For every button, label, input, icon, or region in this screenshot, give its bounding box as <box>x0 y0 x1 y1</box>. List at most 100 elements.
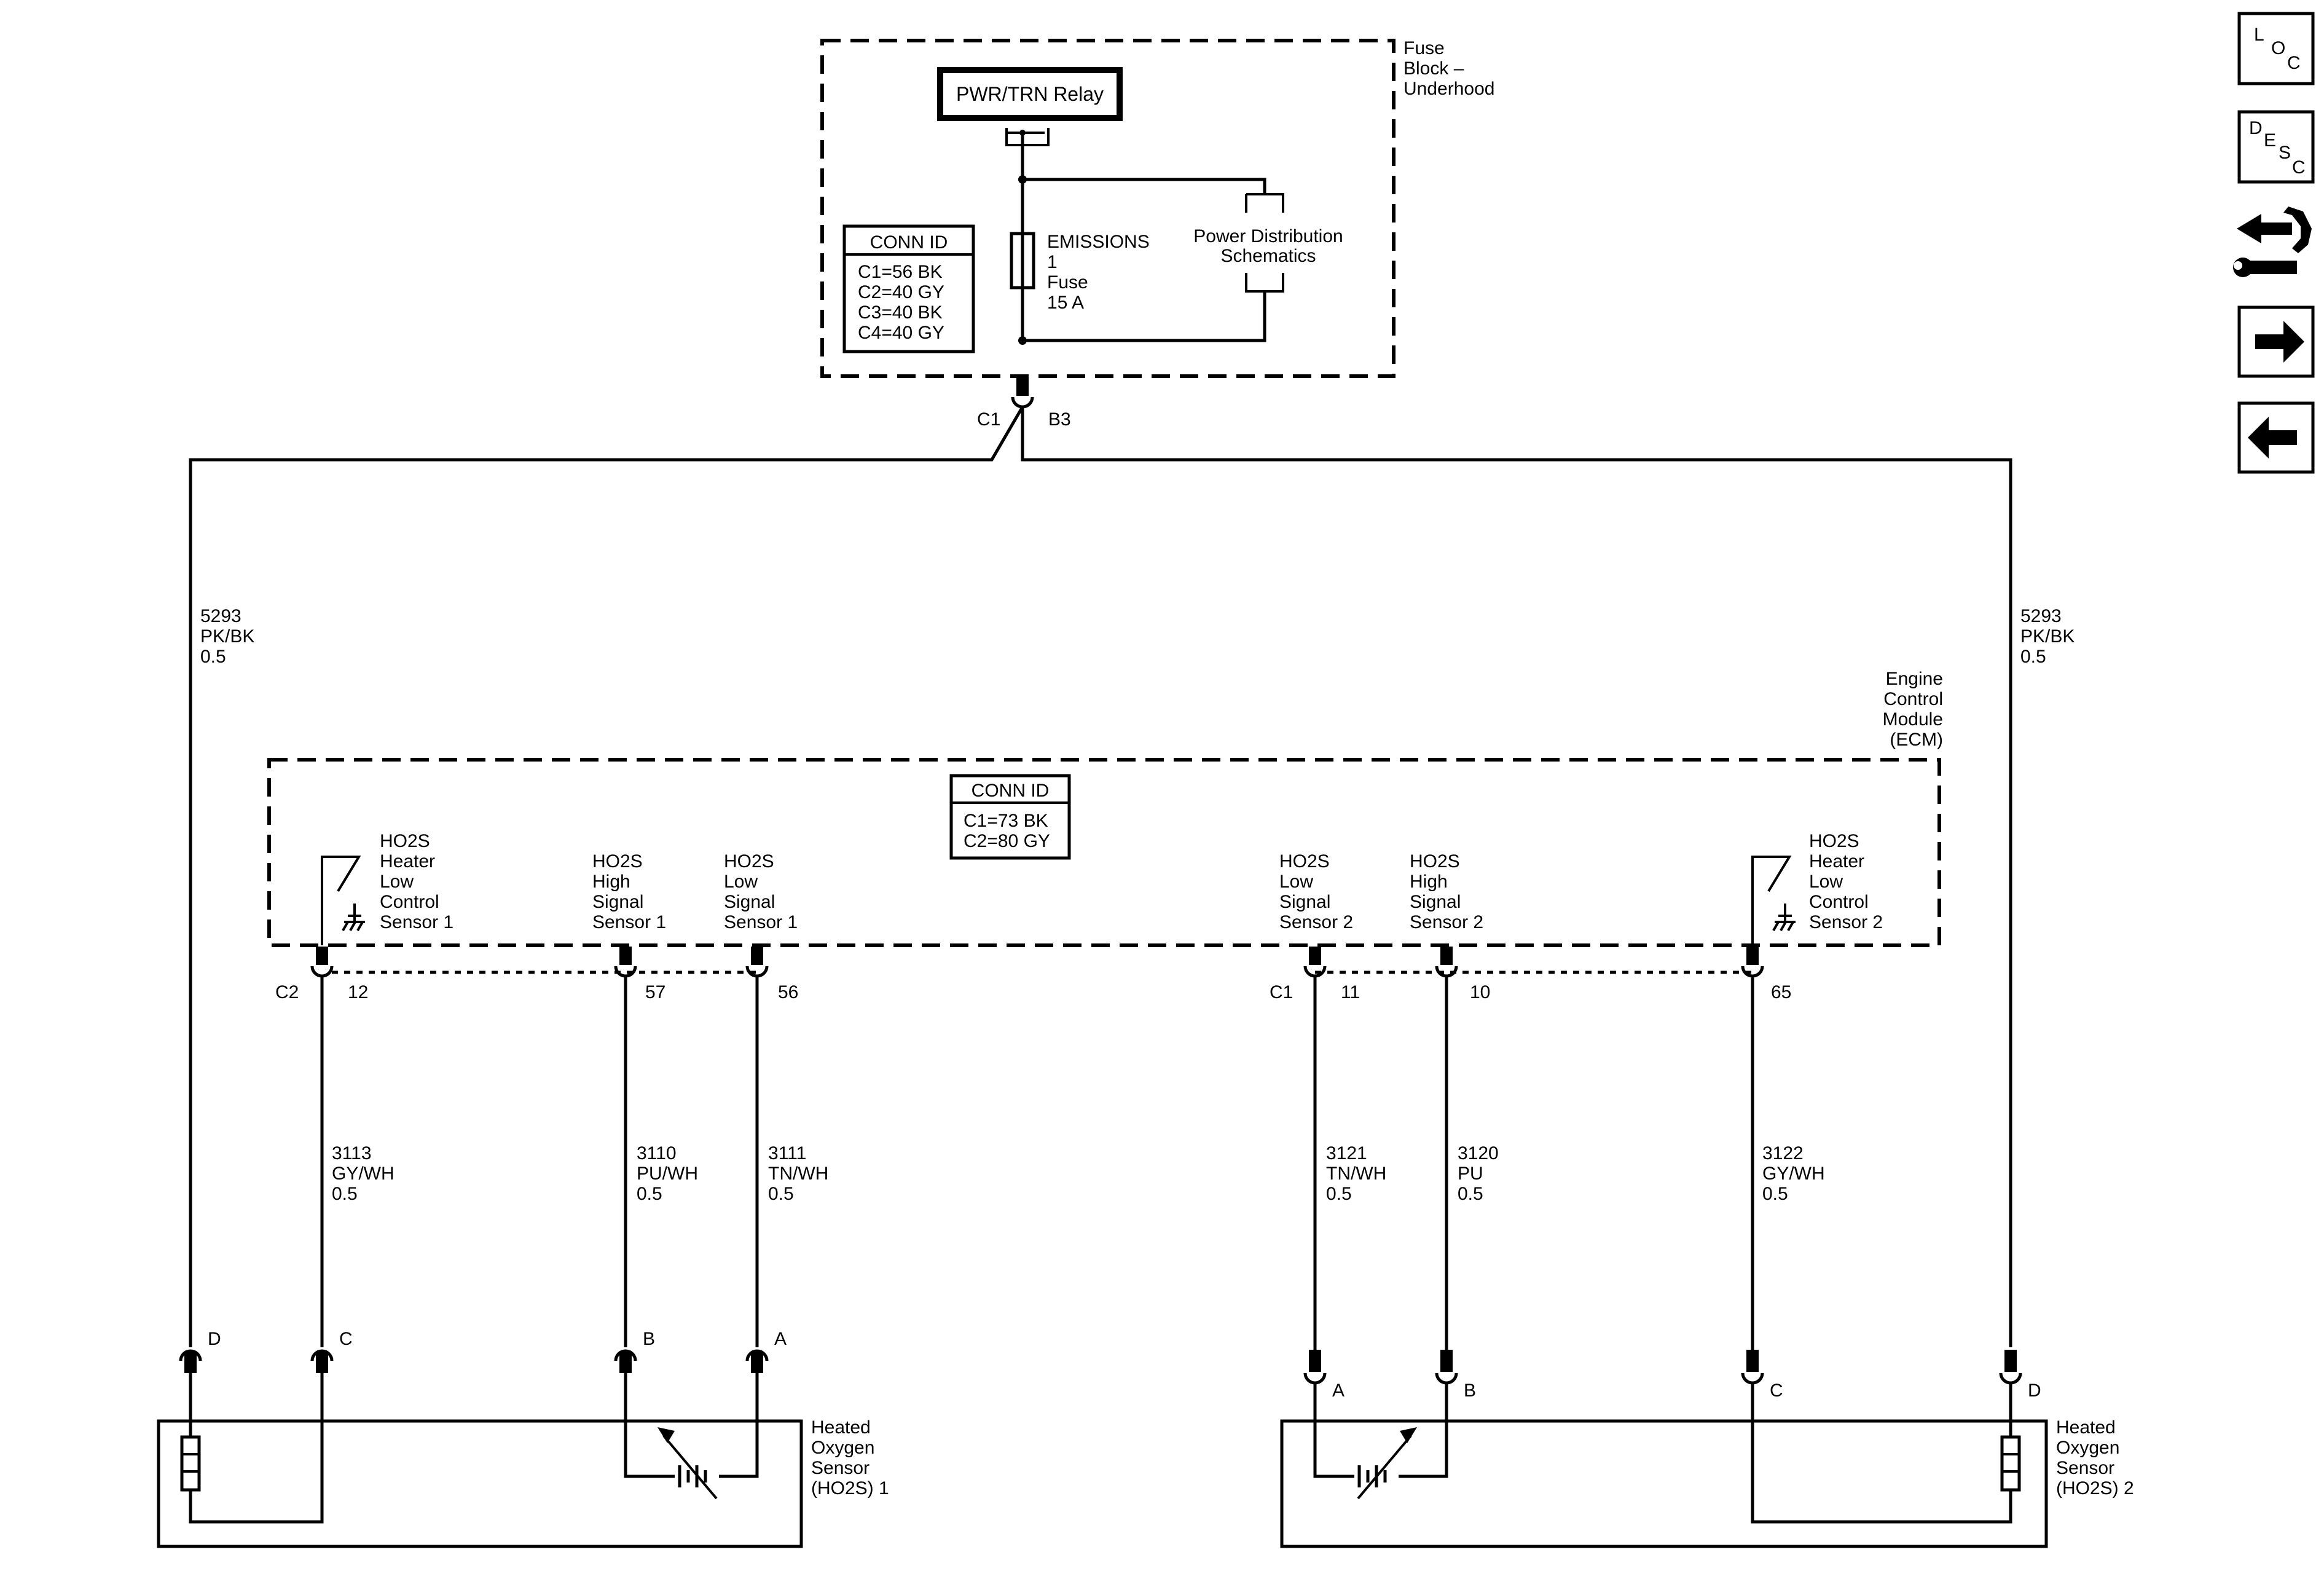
ecm-pin-12: 12 <box>348 982 368 1002</box>
conn-id-line-1: C1=56 BK <box>858 262 943 282</box>
ecm-circuit-low-2: HO2S Low Signal Sensor 2 <box>1279 851 1353 932</box>
svg-text:Low: Low <box>380 872 414 892</box>
left-feed-circuit: 5293 <box>200 606 241 626</box>
svg-text:Heater: Heater <box>1809 851 1864 872</box>
svg-text:Sensor 2: Sensor 2 <box>1279 912 1353 932</box>
svg-text:0.5: 0.5 <box>1326 1184 1352 1204</box>
svg-text:Sensor 1: Sensor 1 <box>724 912 798 932</box>
sensor1-label-2: Oxygen <box>811 1438 874 1458</box>
fuse-label-3: Fuse <box>1047 272 1088 293</box>
svg-text:Control: Control <box>1809 892 1869 912</box>
fuse-block-title-1: Fuse <box>1403 38 1445 58</box>
svg-text:High: High <box>1410 872 1448 892</box>
sensor2-label-3: Sensor <box>2056 1458 2114 1478</box>
sensor1-pin-c: C <box>339 1329 353 1349</box>
ecm-conn-id-header: CONN ID <box>972 781 1050 801</box>
svg-text:Sensor 2: Sensor 2 <box>1809 912 1883 932</box>
ecm-circuit-high-1: HO2S High Signal Sensor 1 <box>592 851 666 932</box>
svg-text:3111: 3111 <box>768 1143 806 1164</box>
svg-text:Signal: Signal <box>592 892 643 912</box>
wire-label-3122: 3122 GY/WH 0.5 <box>1762 1143 1825 1204</box>
ecm-title-3: Module <box>1883 709 1943 730</box>
sensor1-label-1: Heated <box>811 1417 871 1438</box>
svg-text:3110: 3110 <box>637 1143 677 1164</box>
ecm-circuit-high-2: HO2S High Signal Sensor 2 <box>1410 851 1483 932</box>
sensor2-label-1: Heated <box>2056 1417 2116 1438</box>
ecm: Engine Control Module (ECM) CONN ID C1=7… <box>267 669 1943 1002</box>
sensor1-pin-a: A <box>774 1329 787 1349</box>
sensor1-pin-b: B <box>643 1329 655 1349</box>
sensor2-pin-d: D <box>2028 1380 2041 1401</box>
svg-text:3122: 3122 <box>1762 1143 1804 1164</box>
ecm-pin-57: 57 <box>645 982 665 1002</box>
wire-label-3113: 3113 GY/WH 0.5 <box>332 1143 395 1204</box>
sensor2-pin-c: C <box>1770 1380 1783 1401</box>
svg-text:Sensor 2: Sensor 2 <box>1410 912 1483 932</box>
ecm-title-2: Control <box>1883 689 1943 709</box>
wire-label-3121: 3121 TN/WH 0.5 <box>1326 1143 1386 1204</box>
svg-text:Sensor 1: Sensor 1 <box>380 912 453 932</box>
svg-text:GY/WH: GY/WH <box>332 1164 395 1184</box>
feed-wire-right <box>1021 407 2012 1347</box>
svg-text:TN/WH: TN/WH <box>1326 1164 1386 1184</box>
wire-label-3111: 3111 TN/WH 0.5 <box>768 1143 828 1204</box>
sensor1-label-3: Sensor <box>811 1458 870 1478</box>
svg-text:D: D <box>2249 118 2263 138</box>
heated-oxygen-sensor-2: A B C D Heated Oxygen Sensor (HO2S) 2 <box>1280 1350 2134 1548</box>
right-feed-color: PK/BK <box>2020 626 2075 647</box>
svg-text:S: S <box>2279 143 2291 163</box>
ecm-conn-id: CONN ID C1=73 BK C2=80 GY <box>949 774 1071 860</box>
sensor2-pin-a: A <box>1332 1380 1345 1401</box>
svg-text:Signal: Signal <box>1279 892 1330 912</box>
fuse-block-title-3: Underhood <box>1403 79 1494 99</box>
ecm-circuit-heater-1: HO2S Heater Low Control Sensor 1 <box>380 831 453 932</box>
svg-text:HO2S: HO2S <box>1410 851 1460 872</box>
signal-wires <box>320 976 1754 1360</box>
svg-text:HO2S: HO2S <box>1279 851 1330 872</box>
wire-label-3120: 3120 PU 0.5 <box>1458 1143 1499 1204</box>
svg-text:Low: Low <box>1809 872 1843 892</box>
loc-icon[interactable]: L O C <box>2237 12 2315 85</box>
svg-text:3120: 3120 <box>1458 1143 1499 1164</box>
sensor2-label-4: (HO2S) 2 <box>2056 1478 2134 1498</box>
svg-text:HO2S: HO2S <box>1809 831 1859 851</box>
power-distribution-1: Power Distribution <box>1193 226 1343 246</box>
fuse-block: Fuse Block – Underhood PWR/TRN Relay Pow… <box>820 38 1494 430</box>
sensor2-label-2: Oxygen <box>2056 1438 2119 1458</box>
svg-text:E: E <box>2264 130 2276 151</box>
sensor2-pin-b: B <box>1464 1380 1476 1401</box>
fuse-connector-pin: B3 <box>1048 409 1071 430</box>
arrow-left-icon[interactable] <box>2237 401 2315 474</box>
right-feed-circuit: 5293 <box>2020 606 2062 626</box>
conn-id-line-4: C4=40 GY <box>858 323 944 343</box>
svg-text:HO2S: HO2S <box>380 831 430 851</box>
nav-toolbar: L O C D E S C <box>2233 12 2315 474</box>
svg-text:HO2S: HO2S <box>592 851 643 872</box>
svg-text:Control: Control <box>380 892 439 912</box>
ecm-pin-65: 65 <box>1771 982 1791 1002</box>
wire-label-3110: 3110 PU/WH 0.5 <box>637 1143 698 1204</box>
feed-wire-left <box>189 406 1024 1347</box>
svg-text:L: L <box>2254 25 2264 45</box>
svg-text:0.5: 0.5 <box>1458 1184 1483 1204</box>
arrow-right-icon[interactable] <box>2237 305 2315 378</box>
conn-id-line-3: C3=40 BK <box>858 302 943 323</box>
sensor1-label-4: (HO2S) 1 <box>811 1478 889 1498</box>
svg-text:0.5: 0.5 <box>637 1184 662 1204</box>
svg-text:HO2S: HO2S <box>724 851 774 872</box>
svg-text:Sensor 1: Sensor 1 <box>592 912 666 932</box>
svg-text:0.5: 0.5 <box>332 1184 358 1204</box>
ecm-conn-id-line-2: C2=80 GY <box>964 831 1050 851</box>
relay-label: PWR/TRN Relay <box>956 83 1104 105</box>
fuse-label-4: 15 A <box>1047 293 1084 313</box>
ecm-title-1: Engine <box>1886 669 1943 689</box>
svg-text:Signal: Signal <box>1410 892 1461 912</box>
component-swap-icon[interactable] <box>2233 207 2312 277</box>
svg-text:0.5: 0.5 <box>768 1184 794 1204</box>
desc-icon[interactable]: D E S C <box>2237 110 2315 184</box>
svg-text:GY/WH: GY/WH <box>1762 1164 1825 1184</box>
svg-text:C: C <box>2287 53 2301 73</box>
svg-text:C: C <box>2292 157 2306 178</box>
fuse-block-conn-id: CONN ID C1=56 BK C2=40 GY C3=40 BK C4=40… <box>842 224 975 353</box>
